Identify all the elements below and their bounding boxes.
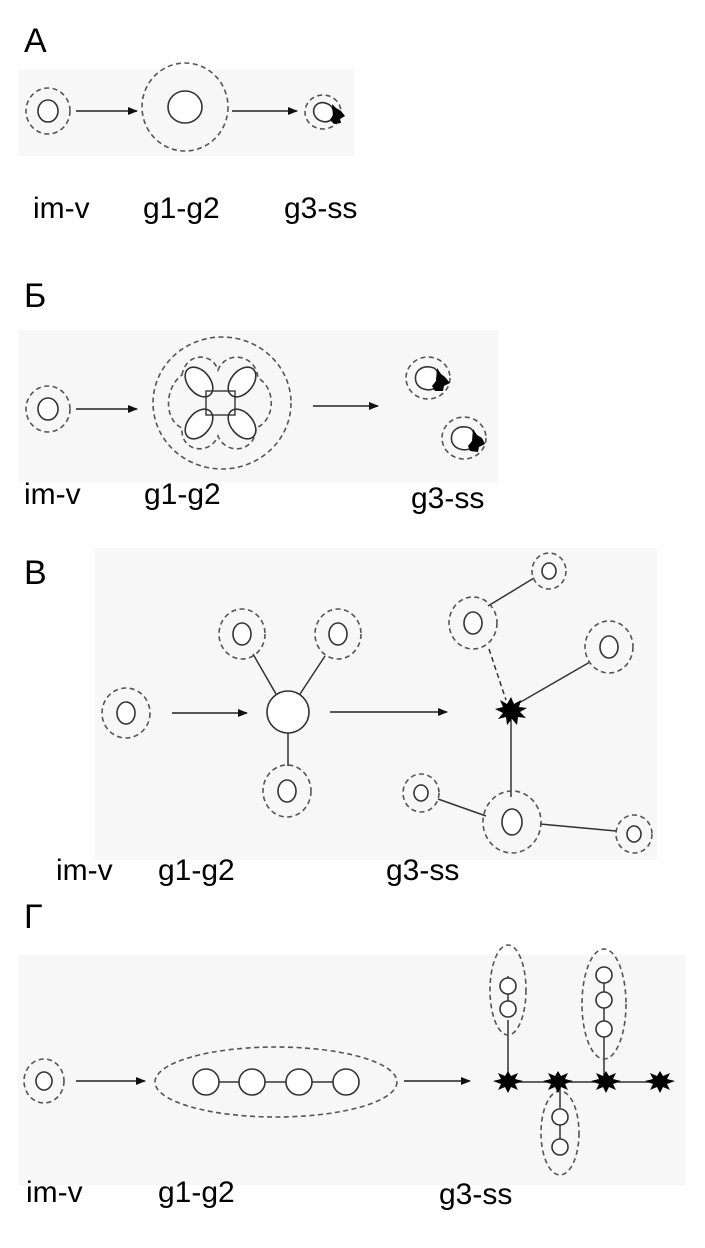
panel-b-im-v-plant xyxy=(25,385,71,433)
panel-c-label-im-v: im-v xyxy=(56,854,113,887)
panel-b-background xyxy=(18,330,498,482)
panel-d-g1-g2-plant xyxy=(154,1046,398,1118)
panel-a-label-g3-ss: g3-ss xyxy=(284,192,358,225)
panel-c-g3-ss-plants xyxy=(402,552,653,854)
panel-d-diagram xyxy=(23,944,675,1176)
panel-b-g3-ss-plant-1 xyxy=(405,356,451,400)
panel-c-label-g1-g2: g1-g2 xyxy=(158,854,235,887)
panel-d-label-im-v: im-v xyxy=(26,1176,83,1209)
panel-c-label-g3-ss: g3-ss xyxy=(386,854,460,887)
panel-c-g1-g2-plant xyxy=(218,608,362,818)
panel-a-g3-ss-plant xyxy=(304,94,345,130)
panel-c-background xyxy=(95,548,657,860)
panel-d-g3-ss-plants xyxy=(489,944,675,1176)
panel-c-diagram xyxy=(101,552,653,854)
panel-b-g3-ss-plant-2 xyxy=(441,416,487,460)
panel-b-g1-g2-plant xyxy=(152,336,292,470)
panel-a-g1-g2-plant xyxy=(141,62,229,152)
panel-a-im-v-plant xyxy=(25,87,71,135)
panel-c-letter: В xyxy=(24,554,47,592)
panel-a-label-g1-g2: g1-g2 xyxy=(143,192,220,225)
panel-d-label-g1-g2: g1-g2 xyxy=(158,1176,235,1209)
panel-b-label-im-v: im-v xyxy=(24,478,81,511)
panel-b-label-g3-ss: g3-ss xyxy=(411,482,485,515)
panel-a-diagram xyxy=(25,62,345,152)
panel-b-label-g1-g2: g1-g2 xyxy=(144,478,221,511)
panel-d-label-g3-ss: g3-ss xyxy=(439,1178,513,1211)
panel-d-letter: Г xyxy=(24,898,43,936)
panel-a-label-im-v: im-v xyxy=(33,192,90,225)
panel-c-im-v-plant xyxy=(101,687,151,739)
panel-b-diagram xyxy=(25,336,487,470)
panel-d-im-v-plant xyxy=(23,1058,65,1104)
panel-a-letter: А xyxy=(24,22,47,60)
panel-b-letter: Б xyxy=(24,277,47,315)
